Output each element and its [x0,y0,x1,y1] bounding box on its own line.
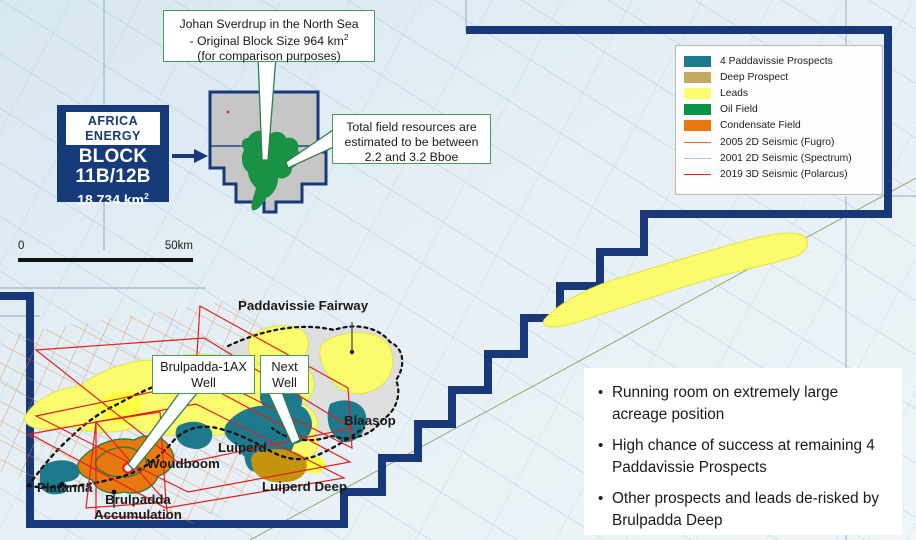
logo-line-1: AFRICA [87,114,139,128]
johan-sverdrup-line-2: - Original Block Size 964 km2 [164,32,374,49]
legend-swatch [684,71,711,83]
johan-sverdrup-line-3: (for comparison purposes) [197,49,341,64]
legend-item: Condensate Field [684,118,874,134]
legend-swatch [684,55,711,67]
brulpadda-1ax-line-2: Well [191,374,216,390]
legend-swatch [684,87,711,99]
legend-swatch [684,104,711,116]
legend-item-label: 2001 2D Seismic (Spectrum) [720,152,852,164]
block-line-2: 11B/12B [75,166,151,187]
bullet-marker-icon: • [598,437,604,454]
legend-line-marker [684,173,711,175]
legend-item-label: 2019 3D Seismic (Polarcus) [720,168,848,180]
scale-bar: 0 50km [18,240,193,266]
legend-item-label: Condensate Field [720,120,801,132]
block-line-1: BLOCK [78,146,148,167]
logo-line-2: ENERGY [85,129,141,143]
brulpadda-1ax-line-1: Brulpadda-1AX [160,359,247,374]
block-badge-arrow [172,149,208,163]
block-area-exponent: 2 [144,191,149,201]
legend-item-label: Deep Prospect [720,71,789,83]
total-field-line-1: Total field resources are [346,120,477,134]
johan-sverdrup-callout: Johan Sverdrup in the North Sea - Origin… [163,10,375,64]
bullet-item: • Running room on extremely large acreage… [598,382,886,426]
brulpadda-accumulation-line-2: Accumulation [94,507,182,522]
next-well-callout: Next Well [260,355,309,394]
block-area: 18,734 km2 [59,188,167,209]
legend-item-label: 4 Paddavissie Prospects [720,55,833,67]
bullet-text: High chance of success at remaining 4 Pa… [612,437,875,476]
bullet-item: • High chance of success at remaining 4 P… [598,435,886,479]
johan-sverdrup-line-2-exponent: 2 [343,32,349,42]
paddavissie-fairway-label: Paddavissie Fairway [238,298,369,313]
brulpadda-accumulation-label: Brulpadda Accumulation [94,492,182,522]
total-field-line-2: estimated to be between [344,135,479,149]
scale-bar-start: 0 [18,240,25,252]
legend-line-marker [684,157,711,159]
africa-energy-block-badge: AFRICA ENERGY BLOCK 11B/12B 18,734 km2 [57,105,169,208]
next-well-line-2: Well [272,374,297,390]
platanna-label: Platanna [37,480,93,495]
johan-sverdrup-line-2-text: - Original Block Size 964 km [189,34,344,49]
legend-item: 2001 2D Seismic (Spectrum) [684,150,874,166]
legend-item-label: 2005 2D Seismic (Fugro) [720,136,835,148]
next-well-line-1: Next [271,359,298,374]
africa-energy-logo: AFRICA ENERGY [66,112,160,145]
luiperd-label: Luiperd [218,440,267,455]
johan-sverdrup-line-1: Johan Sverdrup in the North Sea [179,17,359,31]
bullet-marker-icon: • [598,490,604,507]
total-field-line-3: 2.2 and 3.2 Bboe [364,150,459,164]
legend-item-label: Oil Field [720,104,758,116]
brulpadda-accumulation-line-1: Brulpadda [105,492,171,507]
bullet-text: Running room on extremely large acreage … [612,384,839,423]
block-area-value: 18,734 km [77,191,145,208]
brulpadda-1ax-well-callout: Brulpadda-1AX Well [152,355,255,394]
legend-item: 2019 3D Seismic (Polarcus) [684,166,874,182]
legend-item-label: Leads [720,87,749,99]
scale-bar-line [18,258,193,262]
bullet-marker-icon: • [598,384,604,401]
eastern-lead-shape [543,232,808,328]
legend-item: 4 Paddavissie Prospects [684,53,874,69]
legend-item: Deep Prospect [684,69,874,85]
bullet-list: • Running room on extremely large acreage… [598,382,886,532]
key-points-panel: • Running room on extremely large acreage… [584,368,902,535]
scale-bar-end: 50km [164,240,193,252]
legend-item: Oil Field [684,102,874,118]
bullet-text: Other prospects and leads de-risked by B… [612,490,879,529]
woudboom-label: Woudboom [147,456,220,471]
legend-line-marker [684,141,711,143]
block-name: BLOCK 11B/12B [59,147,167,187]
legend-item: 2005 2D Seismic (Fugro) [684,134,874,150]
luiperd-deep-label: Luiperd Deep [262,479,347,494]
bullet-item: • Other prospects and leads de-risked by … [598,488,886,532]
legend-swatch [684,120,711,132]
blaasop-label: Blaasop [344,413,396,428]
legend-item: Leads [684,85,874,101]
total-field-resources-callout: Total field resources are estimated to b… [332,114,491,164]
